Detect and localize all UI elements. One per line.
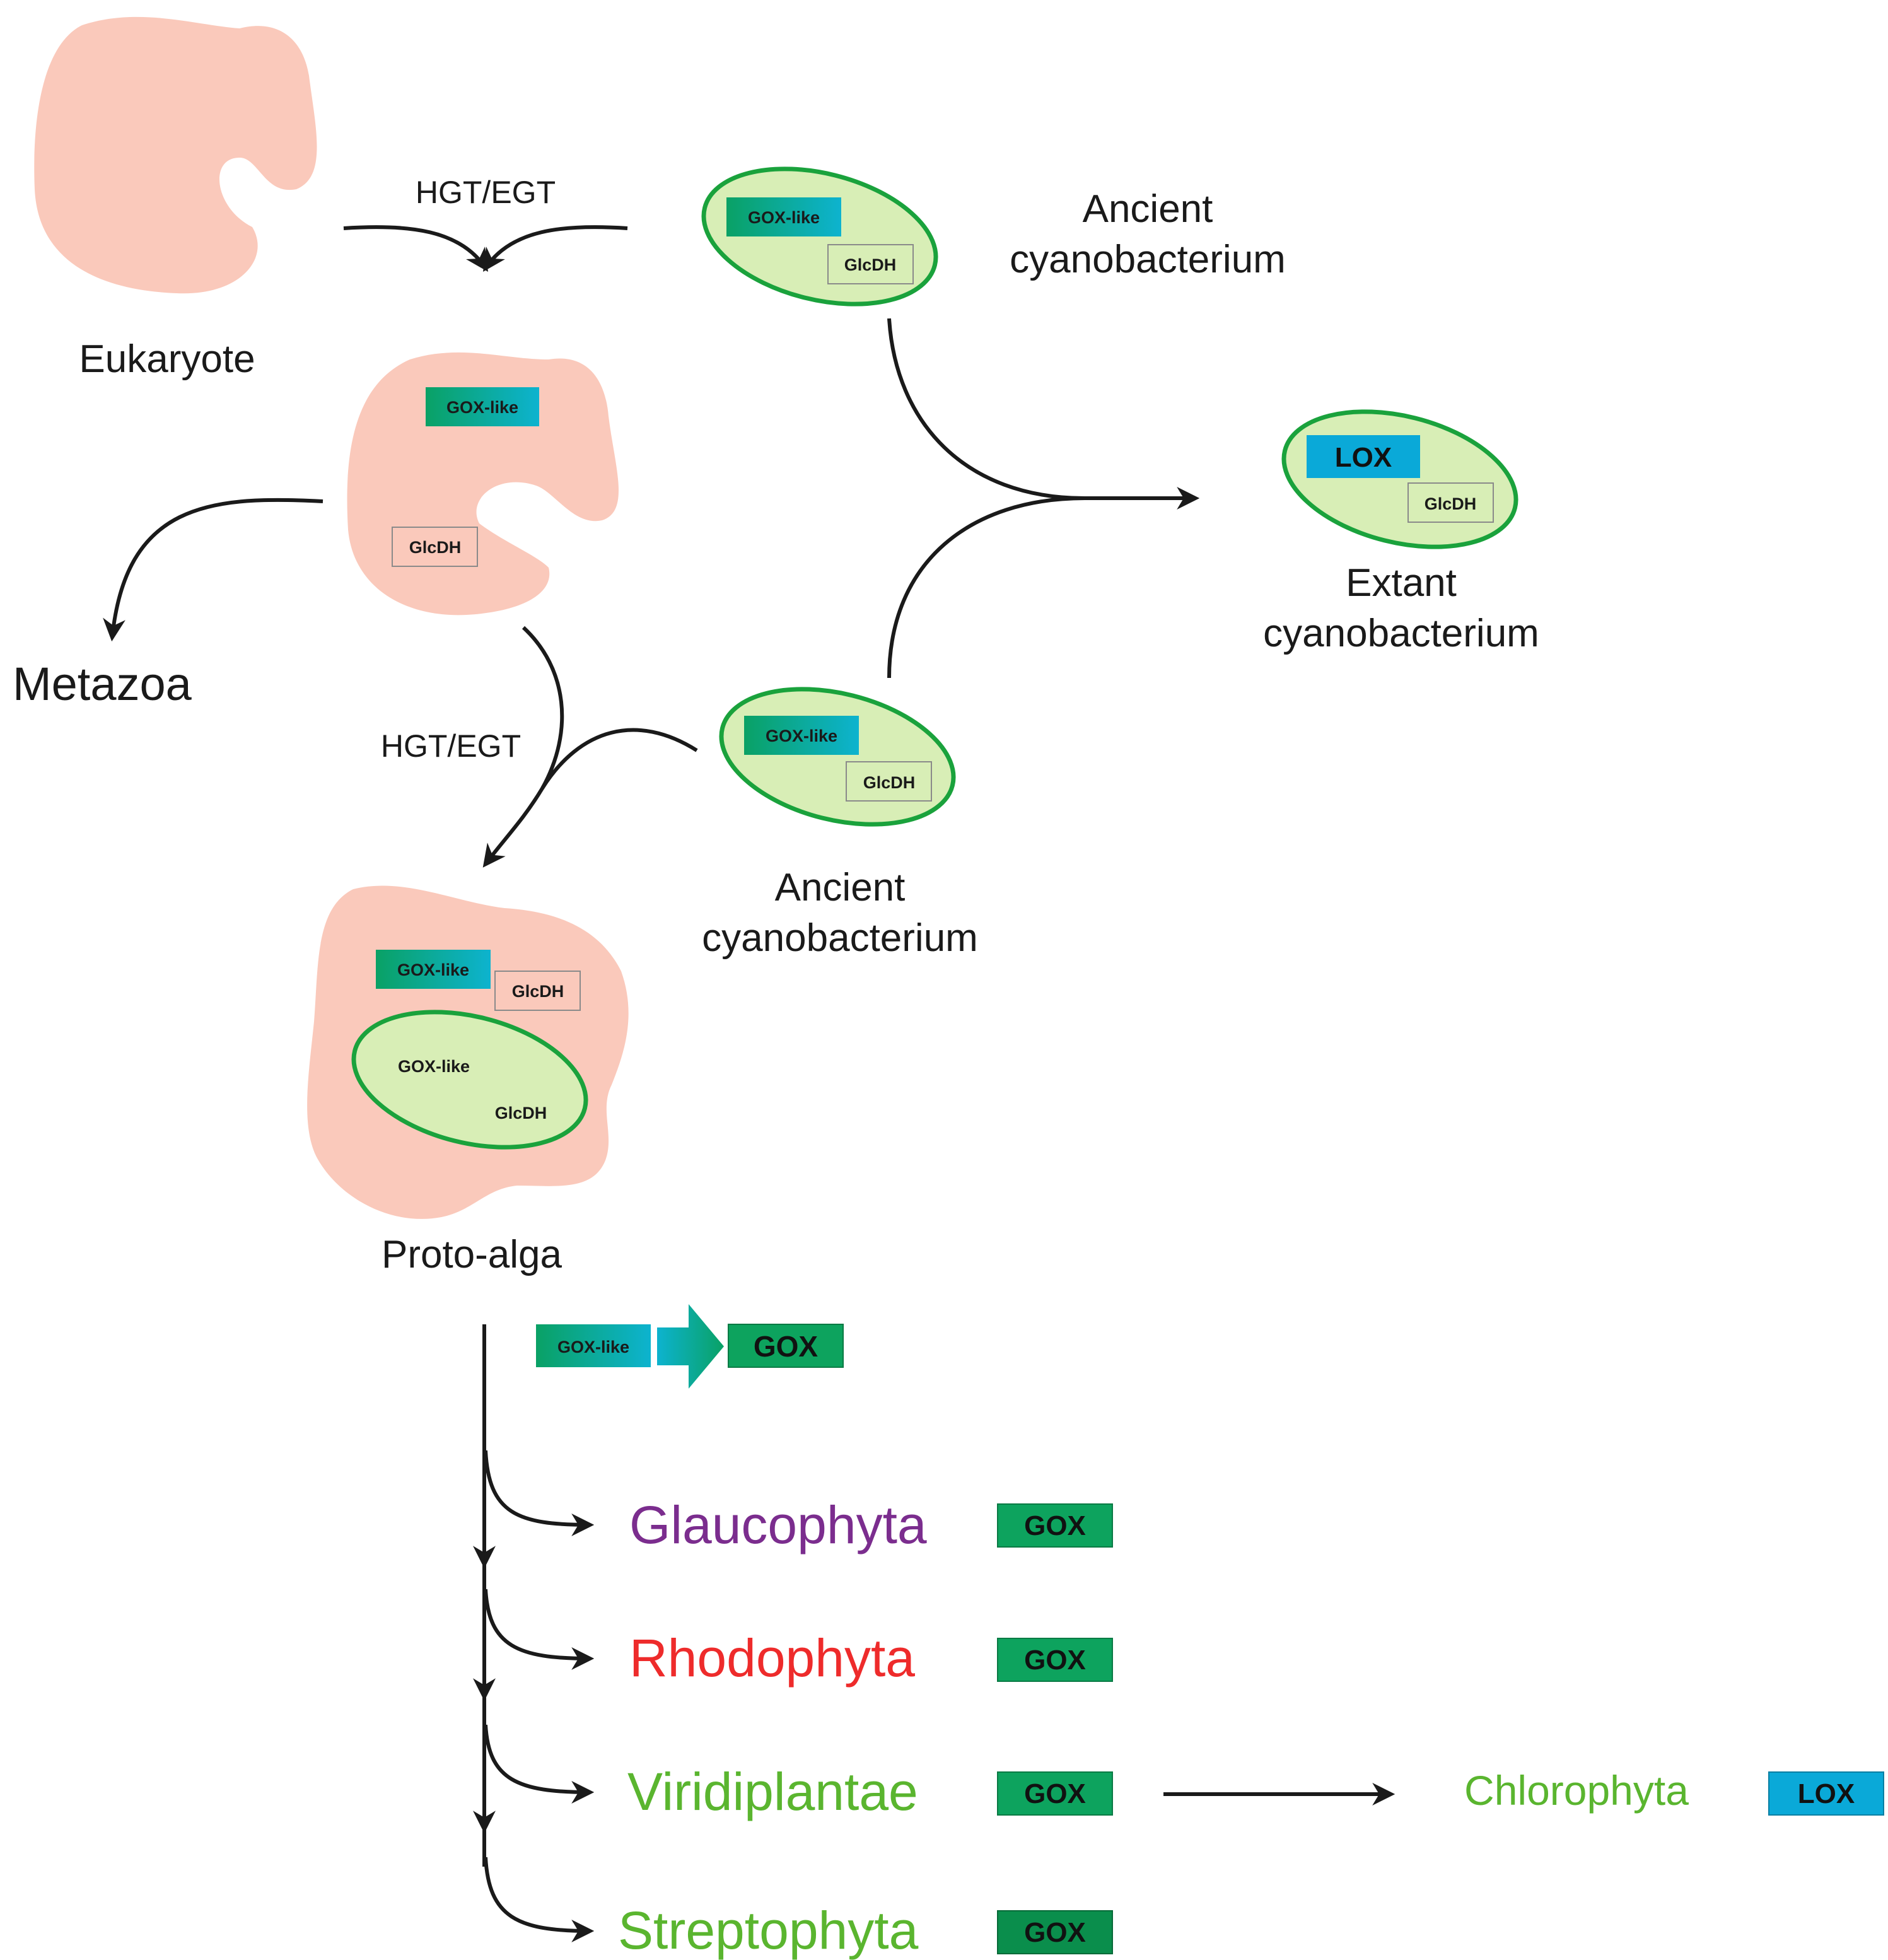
arrow-to-metazoa (103, 498, 323, 642)
hgt-egt-label-top: HGT/EGT (416, 175, 556, 210)
gox-like-box (744, 716, 859, 755)
taxon-name: Viridiplantae (627, 1762, 918, 1821)
arrow-ancient-top-to-extant (887, 318, 1085, 500)
extant-cyano-label-2: cyanobacterium (1263, 612, 1539, 655)
plastid-gox-like-text: GOX-like (398, 1057, 470, 1076)
glcdh-text: GlcDH (844, 255, 897, 274)
taxon-row-viridiplantae: Viridiplantae GOX Chlorophyta LOX (627, 1762, 1884, 1821)
glcdh-box (392, 527, 478, 567)
gox-like-text: GOX-like (557, 1338, 629, 1356)
gox-box (997, 1771, 1113, 1816)
lox-text: LOX (1798, 1778, 1855, 1809)
glcdh-text: GlcDH (409, 538, 462, 557)
extant-cyanobacterium: LOX GlcDH (1281, 409, 1518, 549)
gox-text: GOX (1024, 1645, 1086, 1676)
taxon-row-rhodophyta: Rhodophyta GOX (629, 1628, 1113, 1688)
glcdh-box (1407, 482, 1494, 523)
gox-like-box (426, 387, 539, 426)
eukaryote-label: Eukaryote (79, 337, 255, 381)
ancient-cyano-mid-label-2: cyanobacterium (702, 916, 978, 960)
hgt-arrow-right (483, 225, 628, 272)
gox-box (997, 1503, 1113, 1548)
gox-like-box (376, 950, 491, 989)
glcdh-text: GlcDH (1425, 494, 1477, 513)
proto-alga-cell: GOX-like GlcDH GOX-like GlcDH (307, 885, 629, 1219)
plastid-glcdh-text: GlcDH (495, 1104, 547, 1123)
gox-text: GOX (1024, 1510, 1086, 1541)
gox-like-text: GOX-like (446, 398, 518, 417)
ancient-cyano-top-label-1: Ancient (1083, 187, 1213, 231)
ancient-cyano-top-label-2: cyanobacterium (1010, 238, 1286, 281)
chlorophyta-name: Chlorophyta (1464, 1767, 1689, 1814)
taxon-name: Rhodophyta (629, 1628, 915, 1688)
lineage-tree (473, 1324, 595, 1942)
gox-conversion: GOX-like GOX (536, 1304, 844, 1389)
lox-box (1307, 435, 1420, 478)
glcdh-box (846, 761, 932, 802)
arrow-cyano-to-protoalga (540, 728, 698, 790)
taxon-name: Glaucophyta (629, 1495, 927, 1555)
gox-like-text: GOX-like (748, 208, 820, 227)
lox-box (1768, 1771, 1884, 1816)
metazoa-label: Metazoa (13, 658, 192, 710)
arrow-ancient-mid-to-extant (887, 496, 1085, 679)
gox-text: GOX (1024, 1917, 1086, 1948)
taxon-row-glaucophyta: Glaucophyta GOX (629, 1495, 1113, 1555)
gox-box (728, 1324, 844, 1368)
extant-cyano-label-1: Extant (1346, 561, 1457, 605)
gox-like-box (536, 1324, 651, 1367)
ancient-cyanobacterium-mid: GOX-like GlcDH (719, 687, 956, 827)
arrow-eukaryote-to-protoalga (482, 626, 564, 868)
gox-like-text: GOX-like (766, 726, 837, 745)
glcdh-text: GlcDH (863, 773, 916, 792)
glcdh-text: GlcDH (512, 982, 564, 1001)
taxon-name: Streptophyta (618, 1901, 919, 1960)
taxon-row-streptophyta: Streptophyta GOX (618, 1901, 1113, 1960)
plastid (351, 1010, 588, 1150)
lox-text: LOX (1335, 442, 1392, 473)
hgt-arrow-left (343, 225, 488, 272)
eukaryote-with-gox-like: GOX-like GlcDH (347, 352, 619, 615)
gox-box (997, 1638, 1113, 1682)
ancient-cyanobacterium-top: GOX-like GlcDH (701, 166, 938, 306)
glcdh-box (827, 244, 914, 284)
glcdh-box (494, 971, 581, 1011)
gox-text: GOX (754, 1330, 819, 1363)
hgt-egt-label-mid: HGT/EGT (381, 728, 521, 764)
gox-box (997, 1910, 1113, 1954)
gox-like-box (726, 197, 841, 236)
eukaryote-cell (34, 16, 317, 294)
proto-alga-label: Proto-alga (382, 1233, 562, 1276)
ancient-cyano-mid-label-1: Ancient (775, 866, 906, 909)
gox-like-text: GOX-like (397, 960, 469, 979)
gox-text: GOX (1024, 1778, 1086, 1809)
conversion-arrow-icon (657, 1304, 724, 1389)
